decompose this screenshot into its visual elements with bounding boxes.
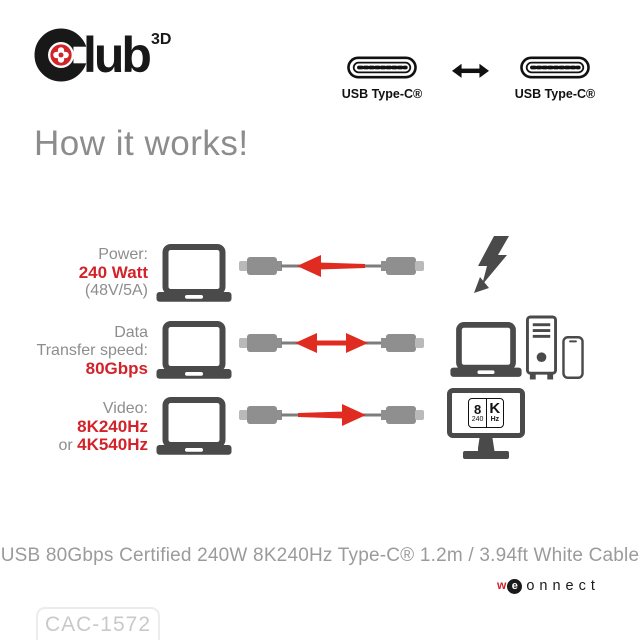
badge-left-column: 8 240	[469, 399, 486, 427]
usbc-label-right: USB Type-C®	[514, 87, 596, 101]
monitor-screen: 8 240 K Hz	[447, 388, 525, 438]
weconnect-text: onnect	[526, 578, 600, 594]
lightning-icon	[474, 236, 509, 293]
sku-box: CAC-1572	[36, 607, 160, 640]
monitor-base	[463, 451, 509, 459]
usbc-connector-right-icon	[520, 56, 590, 79]
data-value: 80Gbps	[85, 359, 148, 378]
video-value1: 8K240Hz	[77, 417, 148, 436]
badge-rate: 240	[471, 415, 484, 423]
video-value2-line: or 4K540Hz	[58, 436, 148, 455]
badge-letter: K	[489, 400, 501, 417]
badge-unit: Hz	[490, 416, 500, 423]
cable-arrow-both-icon	[239, 333, 424, 353]
bidirectional-arrow-icon	[452, 63, 489, 78]
usbc-connector-left-icon	[347, 56, 417, 79]
monitor-stand	[477, 438, 495, 451]
laptop-icon	[156, 397, 232, 455]
power-detail: (48V/5A)	[84, 282, 148, 299]
video-conj: or	[58, 437, 73, 454]
video-label: Video:	[102, 400, 148, 417]
weconnect-w: w	[497, 578, 507, 592]
badge-digit: 8	[473, 401, 482, 417]
logo-3d-sup: 3D	[150, 31, 172, 48]
cable-arrow-left-icon	[239, 255, 424, 277]
laptop-icon	[156, 321, 232, 379]
logo-c-icon	[34, 28, 88, 82]
power-label-block: Power: 240 Watt (48V/5A)	[79, 246, 148, 300]
pc-tower-icon	[526, 315, 557, 380]
page-title: How it works!	[34, 124, 249, 163]
badge-right-column: K Hz	[485, 399, 503, 427]
product-caption: USB 80Gbps Certified 240W 8K240Hz Type-C…	[0, 545, 640, 566]
power-value: 240 Watt	[78, 263, 148, 282]
club3d-logo: lub 3D	[34, 28, 171, 82]
monitor-icon: 8 240 K Hz	[447, 388, 525, 459]
data-label-line2: Transfer speed:	[36, 342, 148, 359]
video-value2: 4K540Hz	[77, 435, 148, 454]
power-label: Power:	[98, 246, 148, 263]
data-label-line1: Data	[114, 324, 148, 341]
video-label-block: Video: 8K240Hz or 4K540Hz	[58, 400, 148, 455]
usbc-label-left: USB Type-C®	[341, 87, 423, 101]
badge-8k240hz: 8 240 K Hz	[468, 398, 504, 428]
cable-arrow-right-icon	[239, 404, 424, 426]
sku-text: CAC-1572	[44, 613, 152, 636]
laptop-icon	[450, 322, 522, 377]
logo-text: lub	[83, 27, 152, 83]
laptop-icon	[156, 244, 232, 302]
weconnect-e-circle-icon: e	[507, 578, 523, 594]
data-label-block: Data Transfer speed: 80Gbps	[37, 324, 148, 378]
weconnect-logo: w e onnect	[497, 577, 600, 595]
smartphone-icon	[562, 336, 584, 379]
